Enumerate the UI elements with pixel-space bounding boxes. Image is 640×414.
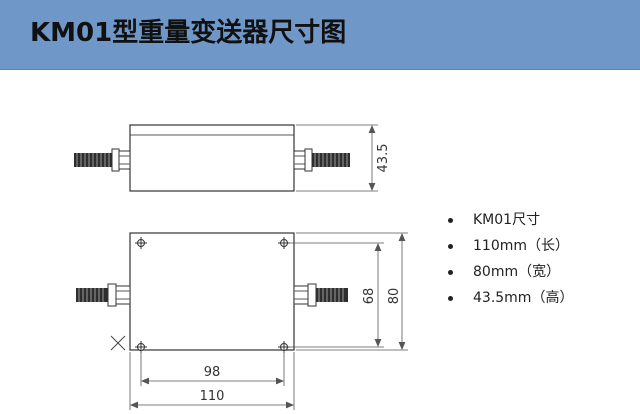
outer-height-label: 80 bbox=[387, 288, 402, 305]
spec-text: 43.5mm（高） bbox=[473, 290, 574, 306]
height-dimension bbox=[296, 124, 378, 192]
bullet-icon bbox=[448, 295, 453, 301]
spec-item: 80mm（宽） bbox=[448, 259, 573, 285]
spec-text: 110mm（长） bbox=[473, 238, 569, 254]
height-label: 43.5 bbox=[376, 144, 391, 173]
bullet-icon bbox=[448, 217, 453, 223]
inner-height-dimension bbox=[288, 242, 384, 348]
top-view: 68 80 98 110 bbox=[76, 232, 408, 410]
top-left-connector bbox=[76, 283, 131, 307]
top-right-connector bbox=[293, 283, 348, 307]
side-body bbox=[129, 124, 295, 192]
inner-width-label: 98 bbox=[204, 365, 221, 380]
title-banner: KM01型重量变送器尺寸图 bbox=[0, 0, 640, 70]
inner-height-label: 68 bbox=[362, 288, 377, 305]
page-title: KM01型重量变送器尺寸图 bbox=[30, 18, 347, 48]
side-view: 43.5 bbox=[74, 124, 391, 192]
spec-item: KM01尺寸 bbox=[448, 207, 573, 233]
technical-drawing: 43.5 bbox=[74, 124, 408, 410]
side-left-connector bbox=[74, 148, 131, 172]
spec-item: 43.5mm（高） bbox=[448, 285, 573, 311]
outer-width-label: 110 bbox=[200, 389, 225, 404]
side-right-connector bbox=[293, 148, 350, 172]
bullet-icon bbox=[448, 269, 453, 275]
bullet-icon bbox=[448, 243, 453, 249]
cross-mark bbox=[110, 335, 126, 351]
spec-text: KM01尺寸 bbox=[473, 212, 541, 228]
inner-width-dimension bbox=[140, 351, 285, 386]
outer-width-dimension bbox=[129, 352, 295, 410]
top-body bbox=[129, 232, 295, 351]
spec-item: 110mm（长） bbox=[448, 233, 573, 259]
outer-height-dimension bbox=[296, 232, 408, 351]
spec-text: 80mm（宽） bbox=[473, 264, 561, 280]
spec-list: KM01尺寸 110mm（长） 80mm（宽） 43.5mm（高） bbox=[448, 207, 573, 311]
